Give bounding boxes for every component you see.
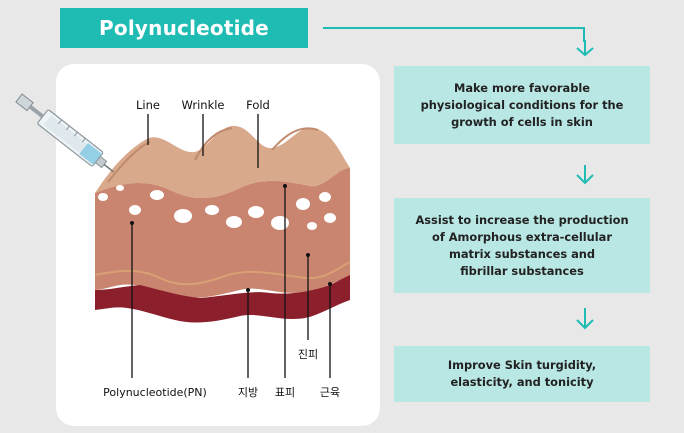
step-text-line: matrix substances and [448,246,596,261]
step-text-line: elasticity, and tonicity [450,375,594,389]
step-box-2: Assist to increase the production of Amo… [394,198,650,293]
label-dermis: 진피 [298,348,318,361]
label-epidermis: 표피 [275,386,295,399]
step-box-1: Make more favorable physiological condit… [394,66,650,144]
cell-dot [248,206,264,218]
step-box-3: Improve Skin turgidity, elasticity, and … [394,346,650,402]
epidermis-junction [94,261,351,286]
wrinkle-ridge [107,127,319,183]
down-arrow-icon [576,308,594,330]
leader-dot [283,184,287,188]
leader-dot [246,288,250,292]
cell-dot [98,193,108,201]
cell-dot [150,190,164,200]
step-text-line: Assist to increase the production [415,212,629,227]
fat-layer [95,275,350,323]
cell-dot [174,209,192,223]
step-text-line: fibrillar substances [460,263,584,278]
label-fat: 지방 [238,386,258,399]
leader-dot [130,221,134,225]
skin-top-surface [95,125,350,199]
label-wrinkle: Wrinkle [182,98,225,112]
down-arrow-icon [576,165,594,185]
cell-dot [129,205,141,215]
down-arrow-icon [576,40,594,57]
cell-dot [271,216,289,230]
cell-dot [116,185,124,191]
label-fold: Fold [246,98,270,112]
cell-dots [98,185,336,230]
page-title: Polynucleotide [99,16,269,40]
title-banner: Polynucleotide [60,8,308,48]
step-text-line: growth of cells in skin [451,114,593,129]
cell-dot [296,198,310,210]
step-text-line: of Amorphous extra-cellular [432,229,612,244]
label-line: Line [136,98,160,112]
cell-dot [226,216,242,228]
step-text-line: physiological conditions for the [420,97,624,112]
step-text-line: Improve Skin turgidity, [447,358,597,372]
dermis-layer [95,168,350,298]
leader-dot [328,282,332,286]
cell-dot [319,192,331,202]
leader-dot [306,253,310,257]
cell-dot [205,205,219,215]
step-text-line: Make more favorable [454,80,590,95]
label-muscle: 근육 [320,386,340,399]
syringe-icon [15,93,115,173]
label-polynucleotide: Polynucleotide(PN) [103,386,207,399]
cell-dot [324,213,336,223]
cell-dot [307,222,317,230]
